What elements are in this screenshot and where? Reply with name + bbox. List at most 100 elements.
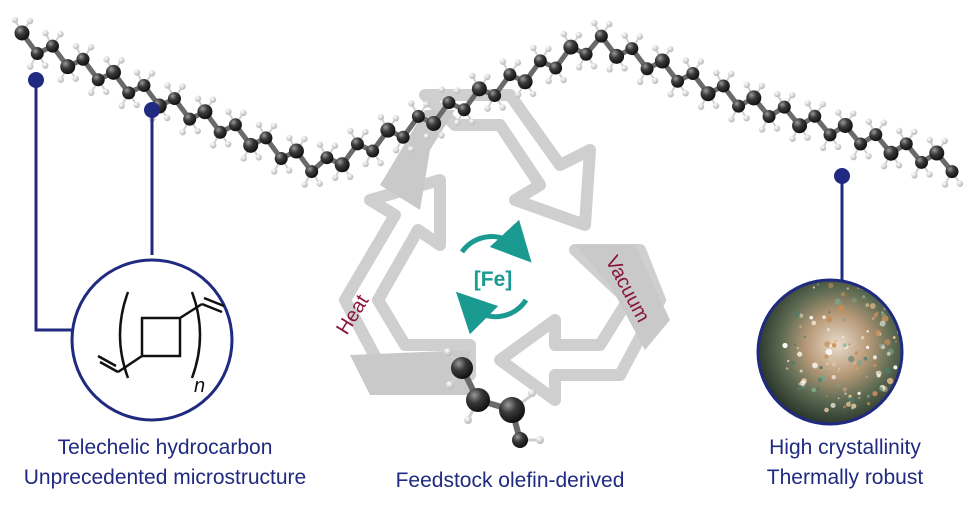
polymer-hydrogen-atom <box>926 136 933 144</box>
polymer-hydrogen-atom <box>804 100 811 107</box>
polymer-hydrogen-atom <box>331 142 339 149</box>
polymer-hydrogen-atom <box>880 119 887 126</box>
crystal-speck <box>848 355 855 363</box>
polymer-hydrogen-atom <box>499 104 506 111</box>
polymer-hydrogen-atom <box>774 90 781 98</box>
polymer-hydrogen-atom <box>773 125 781 132</box>
polymer-carbon-atom <box>122 86 136 100</box>
polymer-hydrogen-atom <box>133 101 140 109</box>
polymer-carbon-atom <box>563 39 579 55</box>
crystal-speck <box>834 298 841 305</box>
crystal-speck <box>799 325 802 328</box>
polymer-carbon-atom <box>746 90 762 106</box>
polymer-hydrogen-atom <box>468 118 476 125</box>
crystal-speck <box>798 382 801 386</box>
butadiene-ball-and-stick-icon <box>444 348 544 448</box>
polymer-hydrogen-atom <box>118 102 125 110</box>
crystal-speck <box>841 339 843 341</box>
polymer-hydrogen-atom <box>606 20 613 28</box>
crystal-speck <box>817 377 823 383</box>
polymer-hydrogen-atom <box>621 32 629 39</box>
middle-caption-text: Feedstock olefin-derived <box>395 469 625 492</box>
polymer-hydrogen-atom <box>347 127 354 135</box>
polymer-carbon-atom <box>808 109 822 123</box>
crystal-speck <box>829 344 833 348</box>
polymer-hydrogen-atom <box>225 108 232 116</box>
polymer-hydrogen-atom <box>118 57 125 64</box>
polymer-carbon-atom <box>471 81 487 97</box>
crystal-speck <box>791 361 796 365</box>
crystal-speck <box>866 394 870 398</box>
crystal-speck <box>803 335 806 339</box>
polymer-carbon-atom <box>137 78 151 92</box>
polymer-carbon-atom <box>777 100 791 114</box>
polymer-hydrogen-atom <box>911 172 918 179</box>
polymer-hydrogen-atom <box>27 63 34 70</box>
crystal-speck <box>866 329 869 333</box>
polymer-carbon-atom <box>837 117 853 133</box>
crystal-speck <box>858 396 861 399</box>
polymer-hydrogen-atom <box>484 73 491 81</box>
crystal-speck <box>886 377 894 385</box>
crystal-speck <box>836 384 840 387</box>
polymer-carbon-atom <box>320 151 334 165</box>
crystal-speck <box>793 311 801 318</box>
crystal-speck <box>837 370 840 373</box>
right-caption-line2: Thermally robust <box>766 466 924 489</box>
polymer-carbon-atom <box>91 73 105 87</box>
crystal-speck <box>876 340 879 343</box>
crystal-speck <box>828 282 834 289</box>
polymer-hydrogen-atom <box>270 168 278 175</box>
left-caption-line1: Telechelic hydrocarbon <box>57 436 273 459</box>
polymer-carbon-atom <box>869 128 883 142</box>
polymer-carbon-atom <box>945 165 959 179</box>
polymer-hydrogen-atom <box>164 82 171 89</box>
crystal-speck <box>837 397 840 400</box>
polymer-hydrogen-atom <box>728 70 735 78</box>
crystal-micrograph-icon <box>756 276 904 426</box>
polymer-carbon-atom <box>792 118 808 134</box>
polymer-carbon-atom <box>350 137 364 151</box>
crystal-speck <box>831 343 837 348</box>
polymer-hydrogen-atom <box>682 57 690 64</box>
polymer-hydrogen-atom <box>514 59 522 66</box>
crystal-speck <box>811 320 817 326</box>
crystal-speck <box>879 320 886 327</box>
polymer-carbon-atom <box>426 115 442 131</box>
crystal-speck <box>802 385 805 388</box>
crystal-speck <box>837 367 841 370</box>
polymer-carbon-atom <box>76 52 90 66</box>
crystal-speck <box>884 339 891 346</box>
polymer-carbon-atom <box>732 99 746 113</box>
polymer-carbon-atom <box>915 155 929 169</box>
polymer-hydrogen-atom <box>346 173 354 181</box>
polymer-carbon-atom <box>442 96 456 110</box>
crystal-speck <box>826 327 830 331</box>
crystal-speck <box>834 339 838 343</box>
polymer-hydrogen-atom <box>194 127 201 135</box>
crystal-speck <box>816 387 820 391</box>
polymer-hydrogen-atom <box>11 16 19 24</box>
polymer-hydrogen-atom <box>331 174 339 182</box>
crystal-speck <box>828 311 831 314</box>
polymer-hydrogen-atom <box>316 141 324 148</box>
crystal-speck <box>878 387 883 392</box>
polymer-hydrogen-atom <box>240 155 247 162</box>
crystal-speck <box>828 357 834 362</box>
polymer-carbon-atom <box>686 66 700 80</box>
crystal-speck <box>824 341 831 348</box>
polymer-hydrogen-atom <box>697 58 705 65</box>
polymer-carbon-atom <box>640 62 654 76</box>
polymer-hydrogen-atom <box>453 119 461 126</box>
crystal-speck <box>782 342 788 349</box>
polymer-hydrogen-atom <box>72 43 80 50</box>
polymer-hydrogen-atom <box>423 101 430 108</box>
polymer-carbon-atom <box>167 92 181 106</box>
polymer-carbon-atom <box>823 128 837 142</box>
crystal-speck <box>872 355 878 360</box>
polymer-hydrogen-atom <box>789 135 796 142</box>
crystal-speck <box>859 276 861 278</box>
polymer-hydrogen-atom <box>941 181 949 188</box>
polymer-hydrogen-atom <box>651 77 659 85</box>
right-caption: High crystallinity Thermally robust <box>730 433 960 493</box>
